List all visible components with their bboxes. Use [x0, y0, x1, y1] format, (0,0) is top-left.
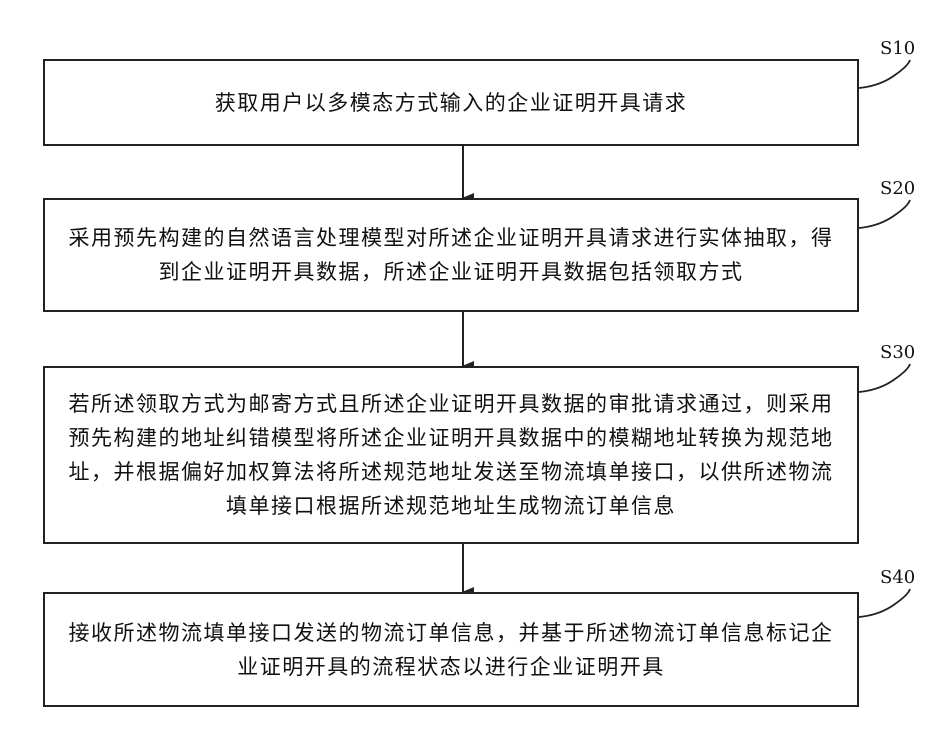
leader-s30: [859, 364, 910, 392]
leader-s40: [859, 589, 910, 617]
step-box-s40: 接收所述物流填单接口发送的物流订单信息，并基于所述物流订单信息标记企业证明开具的…: [43, 592, 859, 707]
step-label-s20: S20: [880, 178, 915, 199]
step-text-s10: 获取用户以多模态方式输入的企业证明开具请求: [193, 86, 710, 120]
step-box-s30: 若所述领取方式为邮寄方式且所述企业证明开具数据的审批请求通过，则采用预先构建的地…: [43, 366, 859, 544]
step-text-s20: 采用预先构建的自然语言处理模型对所述企业证明开具请求进行实体抽取，得到企业证明开…: [45, 221, 857, 289]
step-text-s30: 若所述领取方式为邮寄方式且所述企业证明开具数据的审批请求通过，则采用预先构建的地…: [45, 387, 857, 523]
step-label-s40: S40: [880, 567, 915, 588]
step-box-s10: 获取用户以多模态方式输入的企业证明开具请求: [43, 59, 859, 146]
step-text-s40: 接收所述物流填单接口发送的物流订单信息，并基于所述物流订单信息标记企业证明开具的…: [45, 616, 857, 684]
step-label-s30: S30: [880, 342, 915, 363]
leader-s10: [859, 60, 910, 88]
step-box-s20: 采用预先构建的自然语言处理模型对所述企业证明开具请求进行实体抽取，得到企业证明开…: [43, 198, 859, 312]
step-label-s10: S10: [880, 38, 915, 59]
leader-s20: [859, 200, 910, 228]
